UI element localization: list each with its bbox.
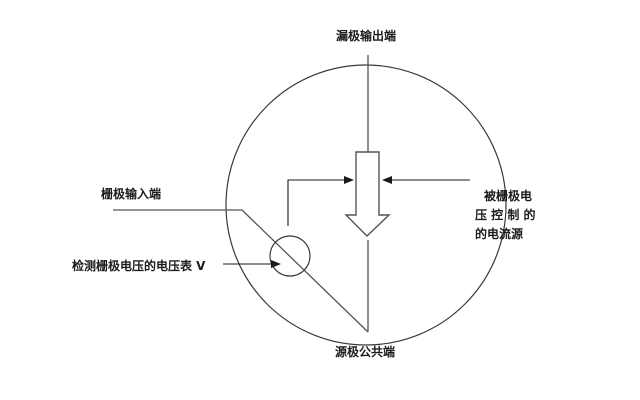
control-arrow bbox=[287, 176, 354, 226]
source-common-label: 源极公共端 bbox=[335, 345, 396, 359]
voltmeter-label: 检测栅极电压的电压表 V bbox=[72, 259, 206, 273]
gate-input-label: 栅极输入端 bbox=[101, 187, 162, 201]
current-source-label: 被栅极电 压 控 制 的 的电流源 bbox=[475, 187, 545, 244]
voltmeter-circle bbox=[269, 235, 311, 277]
current-source-label-line2: 压 控 制 的 bbox=[475, 208, 536, 222]
current-source-arrow-icon bbox=[344, 151, 391, 237]
gate-line bbox=[113, 209, 369, 333]
current-source-label-line1: 被栅极电 bbox=[484, 189, 533, 203]
drain-output-label: 漏极输出端 bbox=[336, 29, 397, 43]
outer-circle bbox=[225, 64, 507, 346]
current-source-label-line3: 的电流源 bbox=[475, 227, 524, 241]
